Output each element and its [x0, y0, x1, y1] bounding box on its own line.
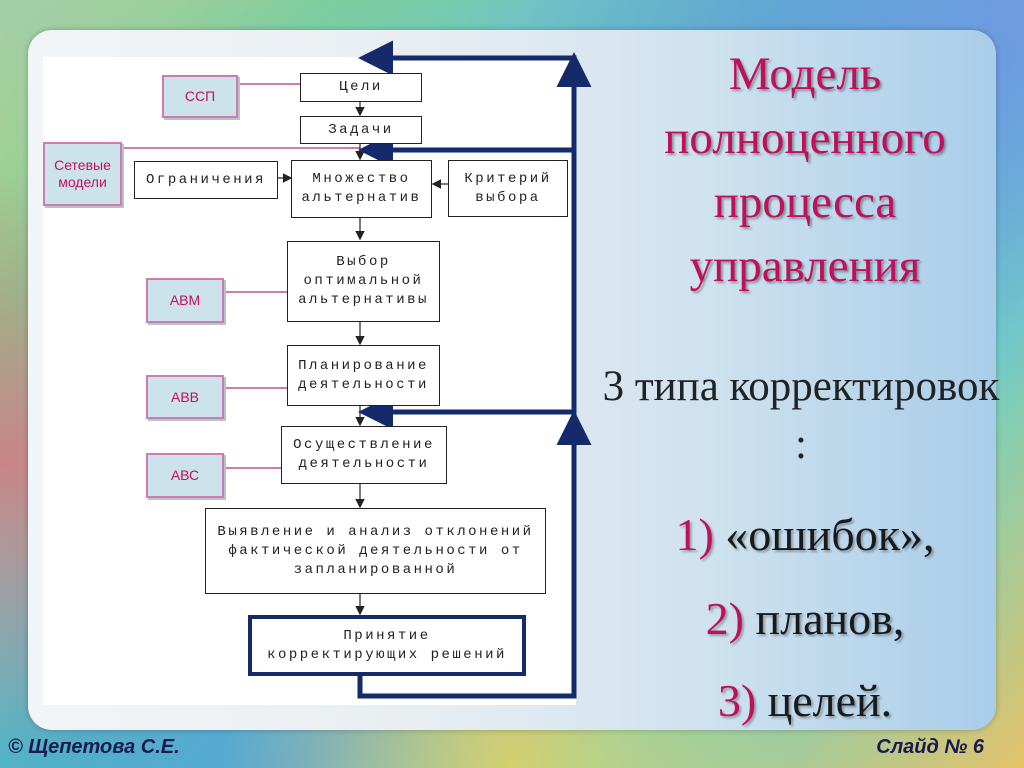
goals-box: Цели: [300, 73, 422, 102]
item-text: целей.: [767, 675, 893, 726]
tasks-box: Задачи: [300, 116, 422, 144]
author-footer: © Щепетова С.Е.: [8, 736, 180, 758]
item-text: «ошибок»,: [725, 509, 935, 560]
correction-item-1: 1) «ошибок»,: [600, 508, 1010, 561]
avm-label: АВМ: [146, 278, 224, 323]
criterion-box: Критерий выбора: [448, 160, 568, 217]
constraints-box: Ограничения: [134, 161, 278, 199]
planning-box: Планирование деятельности: [287, 345, 440, 406]
slide-number: Слайд № 6: [876, 736, 984, 758]
item-number: 1): [675, 509, 714, 560]
implementation-box: Осуществление деятельности: [281, 426, 447, 484]
item-number: 2): [705, 593, 744, 644]
correction-item-3: 3) целей.: [600, 674, 1010, 727]
network-models-label: Сетевые модели: [43, 142, 122, 206]
avv-label: АВВ: [146, 375, 224, 419]
avs-label: АВС: [146, 453, 224, 498]
slide-title: Модель полноценного процесса управления: [664, 48, 946, 292]
ssp-label: ССП: [162, 75, 238, 118]
choice-box: Выбор оптимальной альтернативы: [287, 241, 440, 322]
item-number: 3): [717, 675, 757, 726]
corrections-subtitle: 3 типа корректировок :: [602, 363, 1000, 468]
correction-item-2: 2) планов,: [600, 592, 1010, 645]
item-text: планов,: [755, 593, 905, 644]
decision-box: Принятие корректирующих решений: [248, 615, 526, 676]
alternatives-box: Множество альтернатив: [291, 160, 432, 218]
analysis-box: Выявление и анализ отклонений фактическо…: [205, 508, 546, 594]
